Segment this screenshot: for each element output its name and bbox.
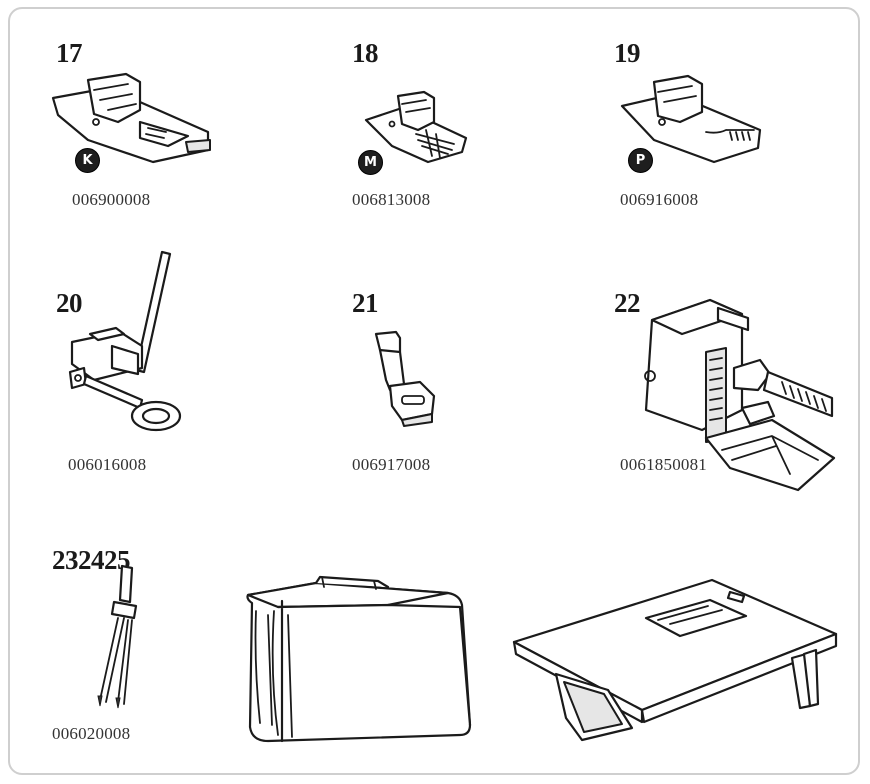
item-number: 19	[614, 38, 641, 68]
zipper-foot-icon	[374, 330, 436, 427]
part-code: 006020008	[52, 724, 131, 743]
part-code: 006916008	[620, 190, 699, 209]
presser-foot-m-icon	[364, 90, 468, 164]
item-number: 17	[56, 38, 83, 68]
twin-needle-icon	[97, 564, 138, 709]
dust-cover-icon	[246, 575, 472, 743]
item-number: 21	[352, 288, 379, 318]
quilting-guide-icon	[68, 250, 182, 432]
part-code: 006813008	[352, 190, 431, 209]
extension-table-icon	[512, 578, 838, 742]
badge-k: K	[75, 148, 100, 173]
badge-m: M	[358, 150, 383, 175]
item-number: 232425	[52, 545, 131, 575]
part-code: 006917008	[352, 455, 431, 474]
item-number: 18	[352, 38, 379, 68]
walking-foot-icon	[644, 298, 836, 492]
part-code: 0061850081	[620, 455, 707, 474]
accessories-panel	[8, 7, 860, 775]
presser-foot-k-icon	[51, 72, 211, 164]
item-number: 20	[56, 288, 83, 318]
presser-foot-p-icon	[620, 74, 762, 164]
part-code: 006900008	[72, 190, 151, 209]
part-code: 006016008	[68, 455, 147, 474]
item-number: 22	[614, 288, 641, 318]
badge-p: P	[628, 148, 653, 173]
